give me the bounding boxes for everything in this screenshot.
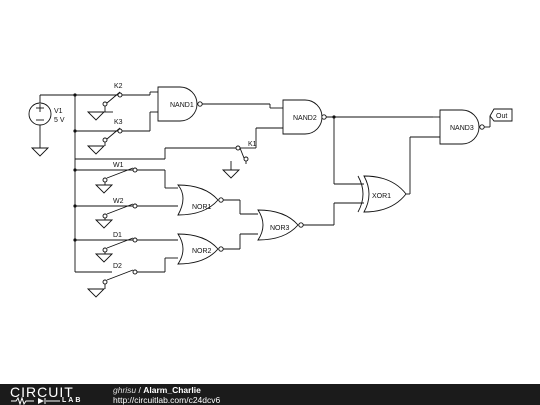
switch-k2-label: K2	[114, 83, 123, 90]
logo-wordmark: CIRCUIT	[10, 384, 74, 400]
nor3-label: NOR3	[270, 225, 290, 232]
nand1-label: NAND1	[170, 102, 194, 109]
footer-bar: CIRCUIT LAB ghrisu / Alarm_Charlie http:…	[0, 384, 540, 405]
project-author[interactable]: ghrisu	[113, 385, 137, 395]
switch-w1[interactable]	[75, 167, 178, 194]
nand1-gate[interactable]	[150, 86, 283, 122]
switch-d2-label: D2	[113, 263, 122, 270]
switch-d2[interactable]	[86, 257, 178, 298]
output-label: Out	[496, 113, 507, 120]
circuit-schematic: V1 5 V K2 K3	[28, 83, 513, 298]
nand2-gate[interactable]	[282, 99, 433, 185]
nor2-label: NOR2	[192, 248, 212, 255]
project-url[interactable]: http://circuitlab.com/c24dcv6	[113, 395, 221, 405]
switch-w2-label: W2	[113, 198, 124, 205]
switch-d1-label: D1	[113, 232, 122, 239]
nor2-gate[interactable]	[177, 233, 258, 265]
nor3-gate[interactable]	[257, 202, 364, 241]
supply-rail	[40, 93, 112, 273]
output-terminal[interactable]	[489, 108, 513, 122]
switch-k1-label: K1	[248, 141, 257, 148]
nor1-gate[interactable]	[177, 184, 258, 216]
nand3-label: NAND3	[450, 125, 474, 132]
switch-k2[interactable]	[75, 91, 151, 121]
logo-wave-icon	[11, 397, 60, 405]
switch-d1[interactable]	[75, 237, 178, 263]
voltage-source-v1[interactable]	[28, 95, 52, 157]
nor1-label: NOR1	[192, 204, 212, 211]
xor1-label: XOR1	[372, 193, 391, 200]
xor1-gate[interactable]	[357, 137, 411, 213]
source-label: V1	[54, 108, 63, 115]
circuitlab-logo[interactable]: CIRCUIT LAB	[10, 384, 118, 405]
switch-k1[interactable]	[75, 127, 283, 179]
nand2-label: NAND2	[293, 115, 317, 122]
switch-w2[interactable]	[75, 203, 178, 229]
logo-lab-text: LAB	[62, 397, 83, 404]
project-title: Alarm_Charlie	[143, 385, 201, 395]
nand3-gate[interactable]	[410, 109, 491, 145]
project-separator: /	[136, 385, 144, 395]
project-title-line: ghrisu / Alarm_Charlie	[113, 385, 201, 395]
switch-w1-label: W1	[113, 162, 124, 169]
switch-k3-label: K3	[114, 119, 123, 126]
switch-k3[interactable]	[75, 112, 151, 155]
source-value: 5 V	[54, 117, 65, 124]
